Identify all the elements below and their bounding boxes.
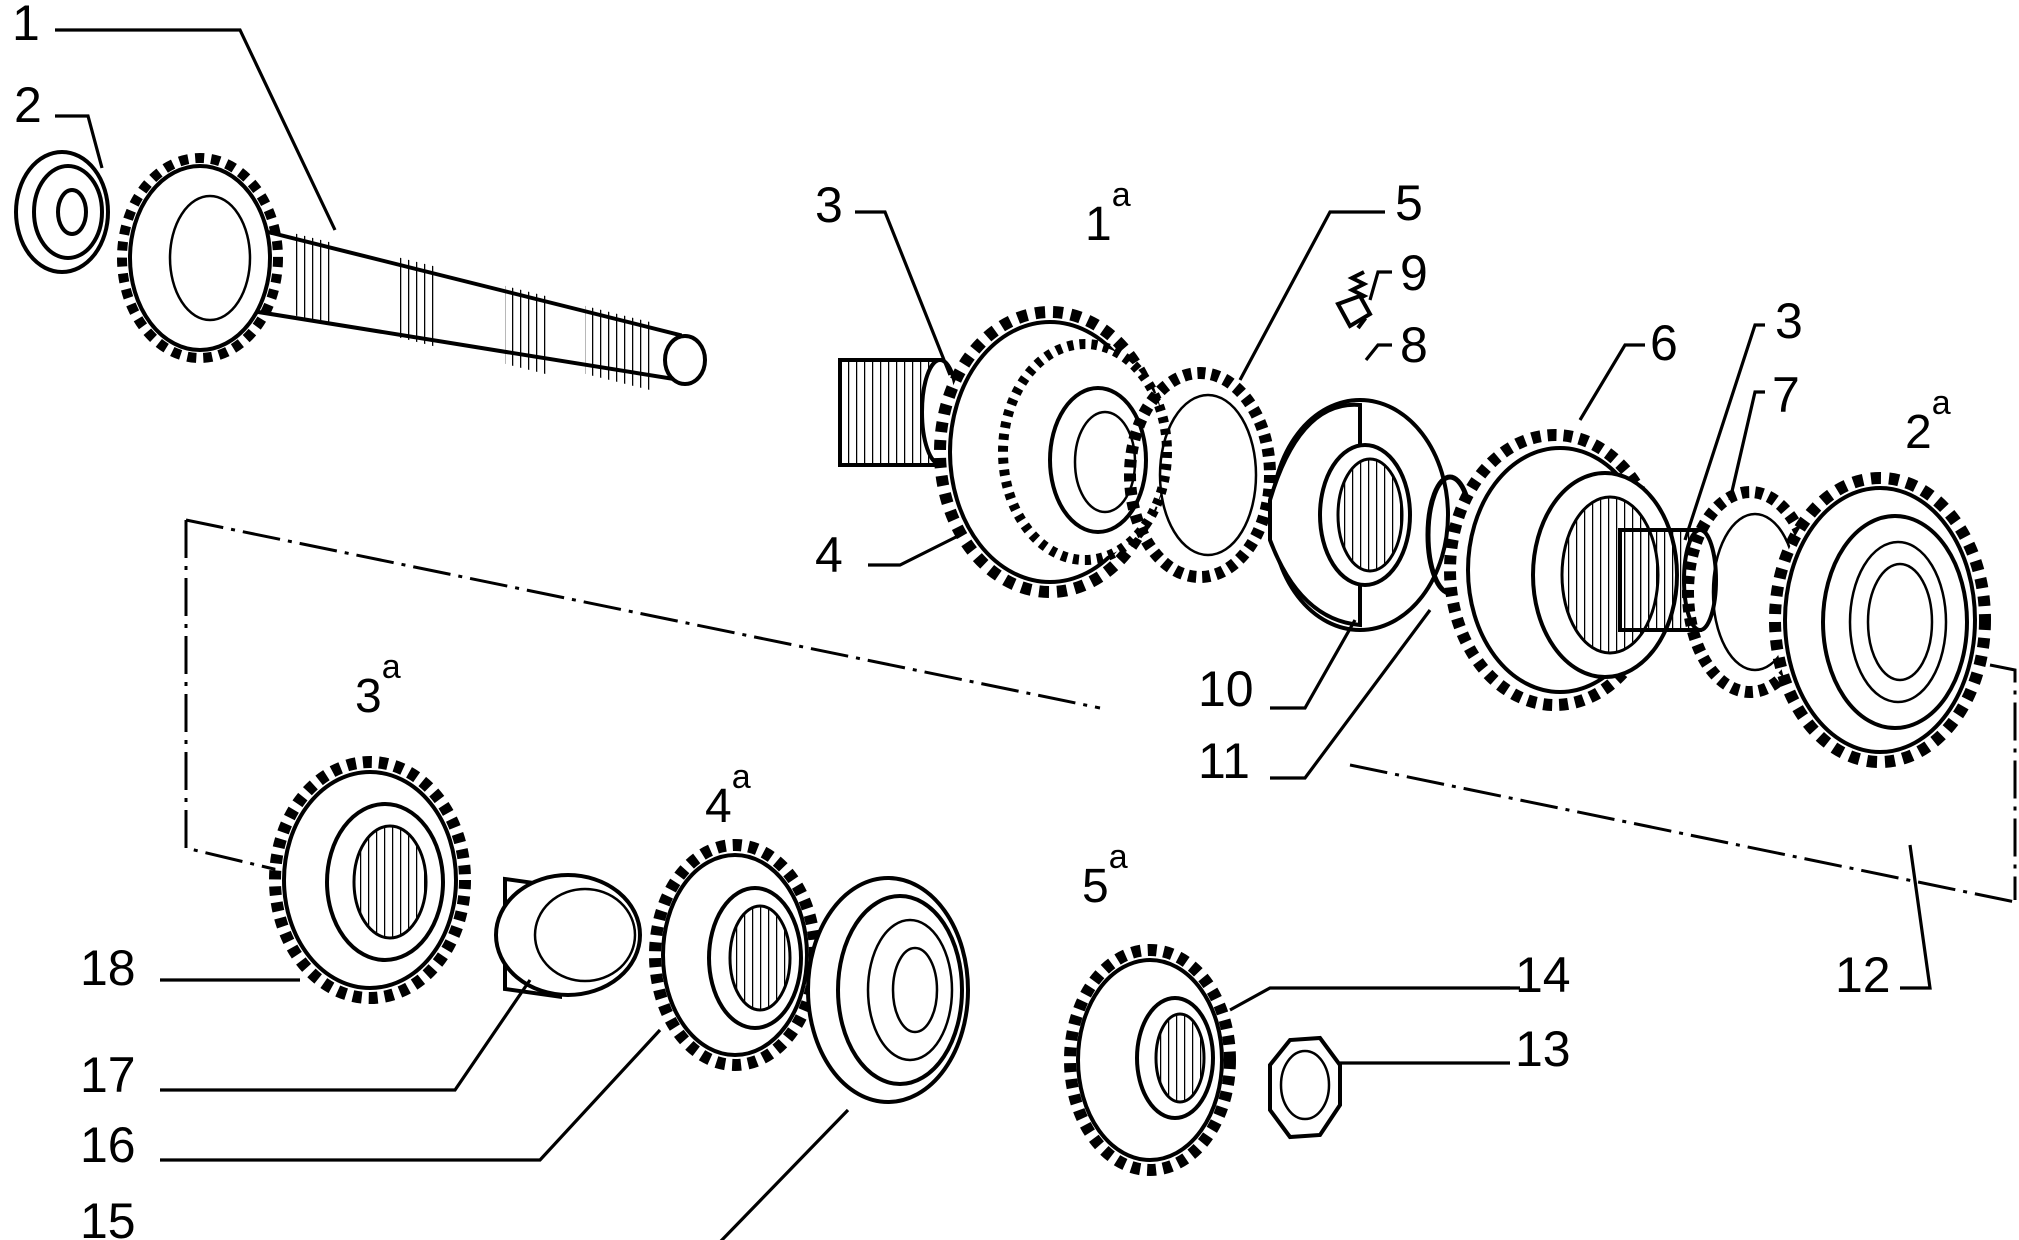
callout-1: 1 bbox=[12, 0, 40, 51]
callout-15: 15 bbox=[80, 1193, 136, 1240]
callout-12: 12 bbox=[1835, 947, 1891, 1003]
gear-label-1: 1a bbox=[1085, 176, 1131, 251]
part-1-main-shaft bbox=[117, 153, 707, 392]
part-2-ball-bearing bbox=[14, 150, 110, 274]
part-5-synchro-ring bbox=[1124, 367, 1276, 583]
callout-labels: 1 2 3 4 5 6 7 8 9 10 11 12 13 14 15 16 1… bbox=[12, 0, 1891, 1240]
callout-11: 11 bbox=[1198, 733, 1250, 789]
part-12-second-gear bbox=[1769, 472, 1991, 768]
callout-17: 17 bbox=[80, 1047, 136, 1103]
part-14-fifth-gear bbox=[1064, 944, 1236, 1176]
part-3-needle-bearing-lower bbox=[1618, 528, 1718, 632]
callout-14: 14 bbox=[1515, 947, 1571, 1003]
gear-label-3: 3a bbox=[355, 648, 401, 723]
gear-labels: 1a 2a 3a 4a 5a bbox=[355, 176, 1951, 913]
callout-13: 13 bbox=[1515, 1021, 1571, 1077]
callout-6: 6 bbox=[1650, 315, 1678, 371]
assembly-guide-lines bbox=[184, 518, 2017, 904]
callout-5: 5 bbox=[1395, 175, 1423, 231]
part-16-fourth-gear bbox=[649, 839, 821, 1071]
callout-16: 16 bbox=[80, 1117, 136, 1173]
callout-3-upper: 3 bbox=[815, 177, 843, 233]
gear-label-4: 4a bbox=[705, 758, 751, 833]
callout-2: 2 bbox=[14, 77, 42, 133]
part-13-nut bbox=[1268, 1035, 1342, 1140]
part-10-synchro-hub bbox=[1268, 398, 1450, 632]
part-17-spacer-bushing bbox=[494, 873, 642, 999]
callout-9: 9 bbox=[1400, 245, 1428, 301]
gear-label-2: 2a bbox=[1905, 384, 1951, 459]
callout-4: 4 bbox=[815, 527, 843, 583]
part-18-third-gear bbox=[269, 756, 471, 1004]
gear-label-5: 5a bbox=[1082, 838, 1128, 913]
callout-3-lower: 3 bbox=[1775, 293, 1803, 349]
part-4-first-gear bbox=[934, 306, 1172, 598]
leader-lines bbox=[55, 28, 1932, 1240]
callout-10: 10 bbox=[1198, 661, 1254, 717]
callout-8: 8 bbox=[1400, 317, 1428, 373]
part-15-bearing bbox=[806, 876, 970, 1104]
part-9-detent-ball bbox=[1335, 293, 1373, 329]
callout-7: 7 bbox=[1772, 367, 1800, 423]
callout-18: 18 bbox=[80, 940, 136, 996]
